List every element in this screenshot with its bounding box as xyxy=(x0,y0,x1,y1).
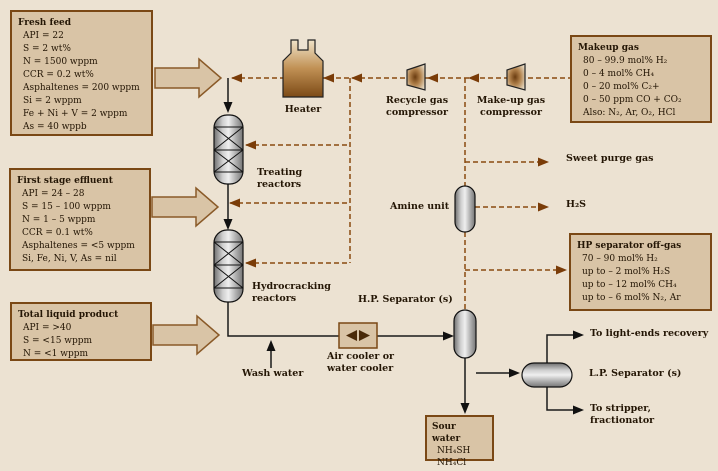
lp-separator-vessel xyxy=(521,362,573,388)
amine-unit-label: Amine unit xyxy=(390,201,450,212)
fresh-feed-arrow xyxy=(154,57,223,99)
lp-separator-label: L.P. Separator (s) xyxy=(589,368,682,379)
first-stage-effluent-box: First stage effluent API = 24 – 28 S = 1… xyxy=(9,168,151,271)
h2s-label: H₂S xyxy=(566,199,586,210)
first-stage-effluent-title: First stage effluent xyxy=(17,176,113,186)
recycle-gas-compressor-label: Recycle gas compressor xyxy=(385,95,449,118)
wash-water-label: Wash water xyxy=(242,368,304,379)
gas-flow-arrowheads xyxy=(229,73,567,275)
hp-separator-label: H.P. Separator (s) xyxy=(358,294,453,305)
heater-symbol xyxy=(282,39,324,98)
first-stage-effluent-line: API = 24 – 28 xyxy=(22,189,85,199)
makeup-gas-compressor-symbol xyxy=(506,63,526,91)
to-light-ends-recovery-label: To light-ends recovery xyxy=(590,328,709,339)
makeup-gas-line: 0 – 20 mol% C₂+ xyxy=(583,82,660,92)
makeup-gas-title: Makeup gas xyxy=(578,43,639,53)
makeup-gas-box: Makeup gas 80 – 99.9 mol% H₂ 0 – 4 mol% … xyxy=(570,35,712,123)
process-flow-arrowheads xyxy=(223,102,584,415)
total-liquid-product-line: S = <15 wppm xyxy=(23,336,93,346)
first-stage-effluent-line: CCR = 0.1 wt% xyxy=(22,228,93,238)
sour-water-box: Sour water NH₄SH NH₄Cl xyxy=(425,415,494,468)
fresh-feed-line: Si = 2 wppm xyxy=(23,96,82,106)
air-cooler-label: Air cooler or water cooler xyxy=(327,351,395,374)
fresh-feed-line: CCR = 0.2 wt% xyxy=(23,70,94,80)
hp-separator-off-gas-line: 70 – 90 mol% H₂ xyxy=(582,254,658,264)
heater-label: Heater xyxy=(284,104,322,115)
air-cooler-symbol xyxy=(338,322,378,349)
hp-separator-off-gas-line: up to – 12 mol% CH₄ xyxy=(582,280,677,290)
makeup-gas-line: Also: N₂, Ar, O₂, HCl xyxy=(583,108,676,118)
hp-separator-vessel xyxy=(453,309,477,359)
first-stage-arrow xyxy=(151,186,220,228)
hp-separator-off-gas-title: HP separator off-gas xyxy=(577,241,682,251)
hp-separator-off-gas-box: HP separator off-gas 70 – 90 mol% H₂ up … xyxy=(569,233,712,311)
treating-reactors-vessel xyxy=(213,114,244,185)
fresh-feed-line: As = 40 wppb xyxy=(23,122,87,132)
total-liquid-product-box: Total liquid product API = >40 S = <15 w… xyxy=(10,302,152,361)
process-piping-solid xyxy=(227,78,580,411)
total-liquid-product-title: Total liquid product xyxy=(18,310,119,320)
sour-water-line: NH₄SH xyxy=(437,446,471,456)
first-stage-effluent-line: N = 1 – 5 wppm xyxy=(22,215,96,225)
total-liquid-arrow xyxy=(152,314,221,356)
fresh-feed-line: API = 22 xyxy=(23,31,64,41)
hydrocracking-reactors-label: Hydrocracking reactors xyxy=(252,281,331,304)
amine-unit-vessel xyxy=(454,185,476,233)
total-liquid-product-line: API = >40 xyxy=(23,323,72,333)
makeup-gas-compressor-label: Make-up gas compressor xyxy=(476,95,546,118)
hp-separator-off-gas-line: up to – 6 mol% N₂, Ar xyxy=(582,293,681,303)
sour-water-title: Sour water xyxy=(432,422,461,444)
first-stage-effluent-line: Si, Fe, Ni, V, As = nil xyxy=(22,254,117,264)
hydrocracking-reactors-vessel xyxy=(213,229,244,303)
fresh-feed-box: Fresh feed API = 22 S = 2 wt% N = 1500 w… xyxy=(10,10,153,136)
treating-reactors-label: Treating reactors xyxy=(257,167,303,190)
to-stripper-fractionator-label: To stripper, fractionator xyxy=(590,403,655,426)
total-liquid-product-line: N = <1 wppm xyxy=(23,349,89,359)
hp-separator-off-gas-line: up to – 2 mol% H₂S xyxy=(582,267,671,277)
fresh-feed-title: Fresh feed xyxy=(18,18,72,28)
fresh-feed-line: Asphaltenes = 200 wppm xyxy=(23,83,140,93)
sweet-purge-gas-label: Sweet purge gas xyxy=(566,153,654,164)
block-arrows xyxy=(151,57,223,356)
makeup-gas-line: 0 – 4 mol% CH₄ xyxy=(583,69,655,79)
makeup-gas-line: 80 – 99.9 mol% H₂ xyxy=(583,56,668,66)
first-stage-effluent-line: Asphaltenes = <5 wppm xyxy=(22,241,135,251)
fresh-feed-line: S = 2 wt% xyxy=(23,44,71,54)
fresh-feed-line: Fe + Ni + V = 2 wppm xyxy=(23,109,128,119)
fresh-feed-line: N = 1500 wppm xyxy=(23,57,98,67)
recycle-gas-compressor-symbol xyxy=(406,63,426,91)
sour-water-line: NH₄Cl xyxy=(437,458,467,468)
makeup-gas-line: 0 – 50 ppm CO + CO₂ xyxy=(583,95,682,105)
first-stage-effluent-line: S = 15 – 100 wppm xyxy=(22,202,111,212)
